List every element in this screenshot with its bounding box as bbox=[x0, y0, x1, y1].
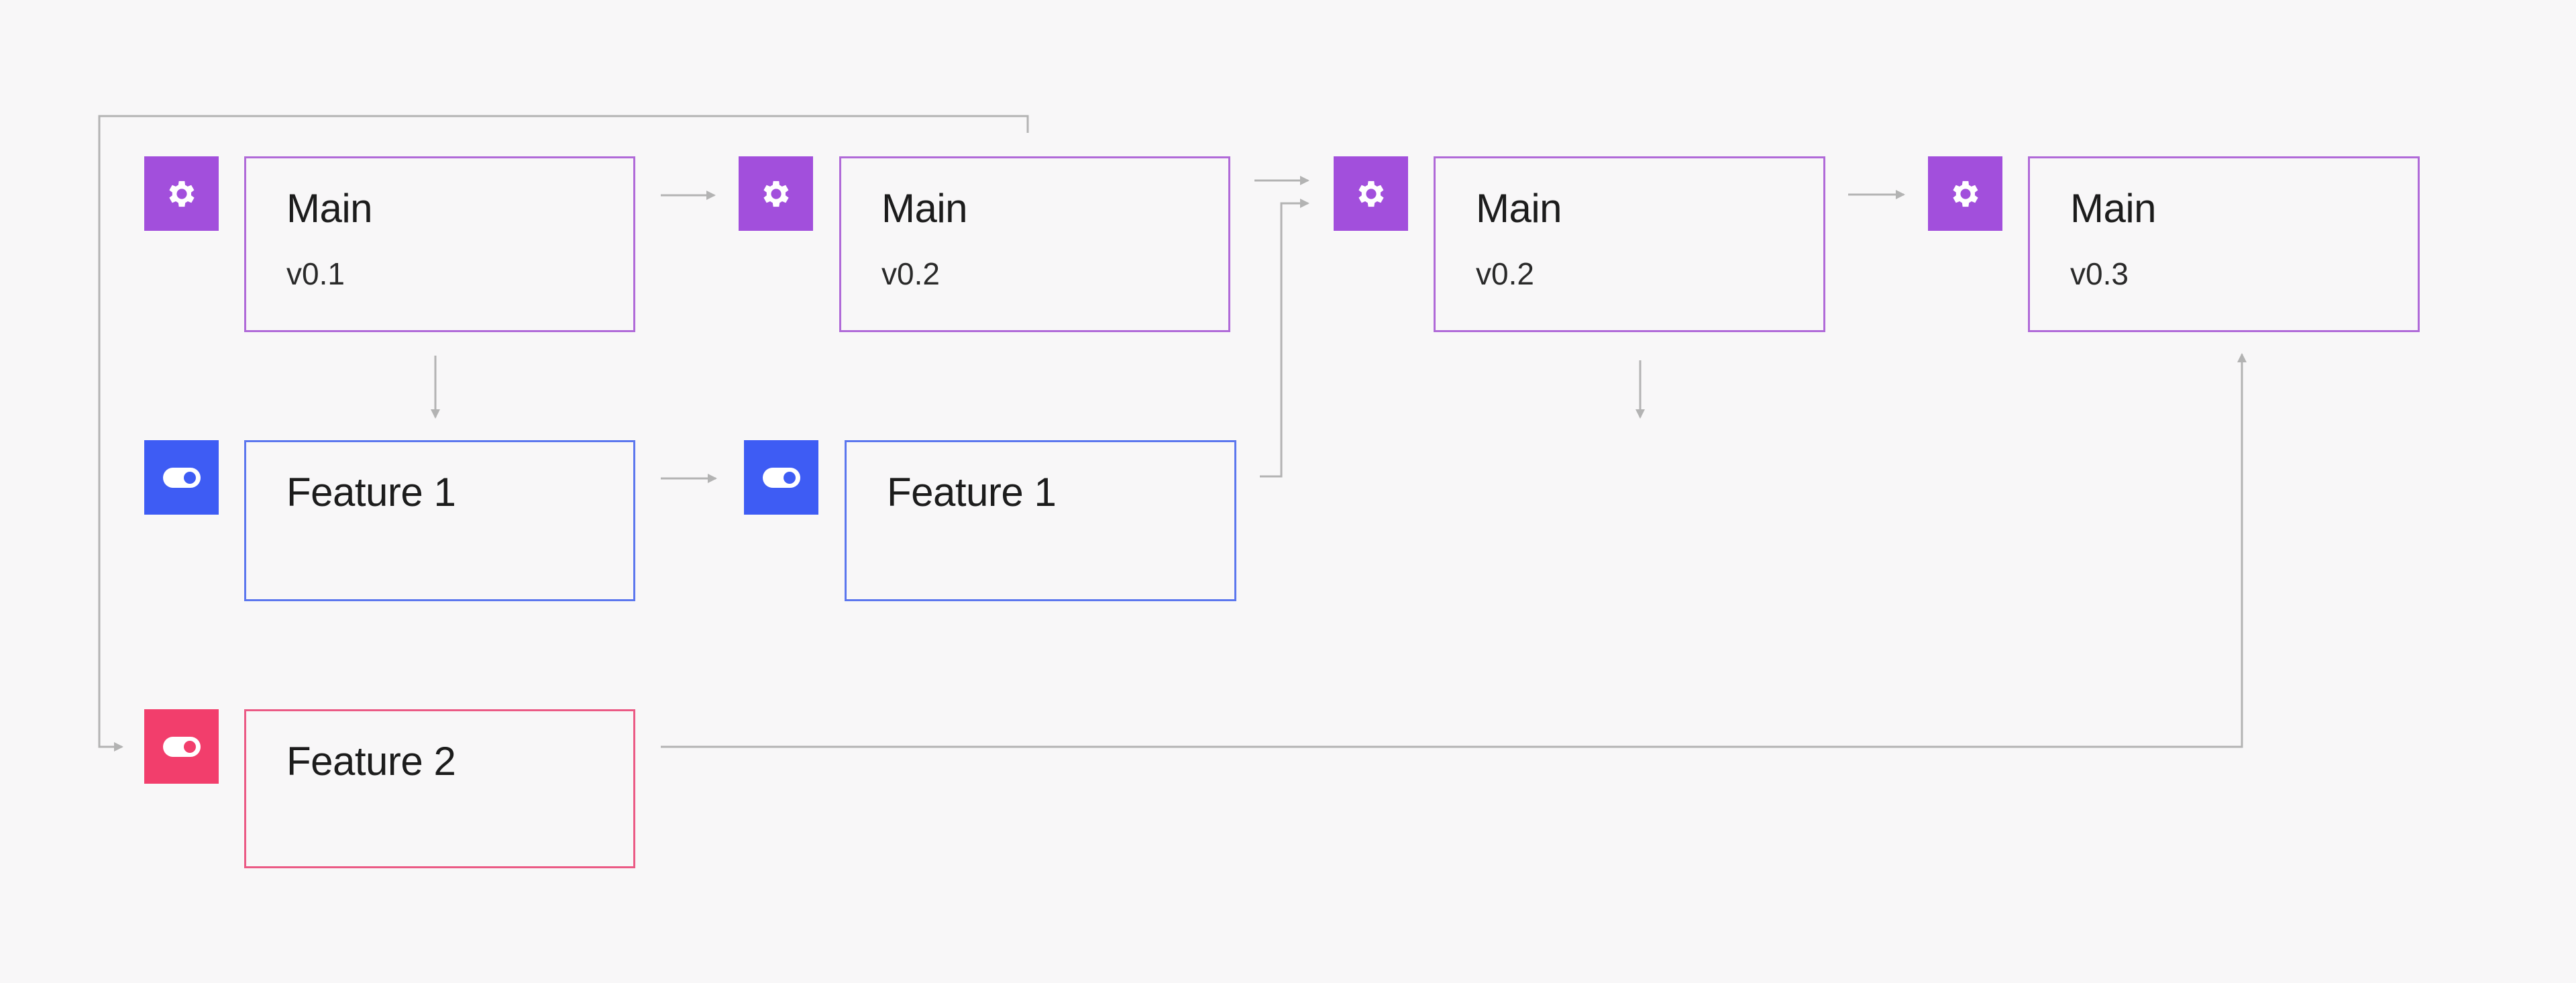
edge-main2-to-feature2 bbox=[98, 115, 1029, 752]
node-main-v0-1[interactable]: Main v0.1 bbox=[244, 156, 635, 332]
edge-feature1-to-main3 bbox=[1260, 199, 1309, 478]
node-version: v0.3 bbox=[2070, 256, 2129, 291]
node-feature-1-a[interactable]: Feature 1 bbox=[244, 440, 635, 601]
edge-feature2-to-main4 bbox=[661, 353, 2247, 748]
node-main-v0-2-b[interactable]: Main v0.2 bbox=[1434, 156, 1825, 332]
node-title: Main bbox=[881, 186, 968, 231]
node-version: v0.1 bbox=[286, 256, 345, 291]
toggle-icon bbox=[144, 709, 219, 784]
toggle-icon bbox=[744, 440, 818, 515]
node-title: Feature 2 bbox=[286, 739, 456, 784]
node-title: Feature 1 bbox=[887, 470, 1057, 515]
node-title: Feature 1 bbox=[286, 470, 456, 515]
gear-icon bbox=[1334, 156, 1408, 231]
node-title: Main bbox=[286, 186, 373, 231]
gear-icon bbox=[1928, 156, 2002, 231]
node-version: v0.2 bbox=[881, 256, 940, 291]
node-feature-1-b[interactable]: Feature 1 bbox=[845, 440, 1236, 601]
toggle-icon bbox=[144, 440, 219, 515]
node-feature-2[interactable]: Feature 2 bbox=[244, 709, 635, 868]
node-title: Main bbox=[2070, 186, 2157, 231]
gear-icon bbox=[739, 156, 813, 231]
node-title: Main bbox=[1476, 186, 1562, 231]
node-main-v0-2-a[interactable]: Main v0.2 bbox=[839, 156, 1230, 332]
gear-icon bbox=[144, 156, 219, 231]
node-main-v0-3[interactable]: Main v0.3 bbox=[2028, 156, 2420, 332]
node-version: v0.2 bbox=[1476, 256, 1534, 291]
